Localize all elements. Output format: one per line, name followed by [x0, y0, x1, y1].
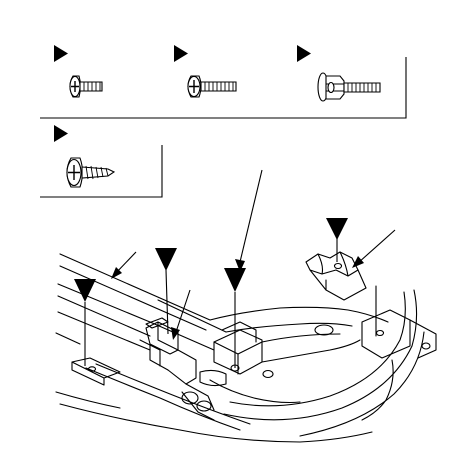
vehicle-panel-assembly	[56, 252, 436, 442]
wire-harness	[300, 332, 424, 436]
down-triangle-icon	[224, 268, 246, 292]
body-rail	[150, 322, 214, 350]
legend-box-upper	[40, 57, 406, 118]
retaining-clip	[306, 252, 358, 276]
wire-harness	[224, 290, 417, 420]
legend-marker-icon	[297, 45, 311, 62]
body-rail	[158, 300, 226, 332]
down-triangle-icon	[74, 279, 96, 302]
legend-marker-icon	[54, 125, 68, 142]
left-bracket-plate	[72, 358, 120, 378]
arrowhead-icon	[171, 327, 180, 340]
legend-box-lower	[40, 145, 162, 197]
wire-harness	[96, 364, 250, 424]
arrowhead-icon	[352, 256, 364, 268]
body-rail	[58, 284, 150, 322]
legend-marker-icon	[54, 45, 68, 62]
down-triangle-icon	[326, 218, 348, 240]
upper-panel	[226, 323, 352, 332]
arrowhead-icon	[235, 259, 245, 272]
down-triangle-icon	[155, 248, 177, 271]
screw-icon	[188, 76, 236, 97]
body-rail	[58, 312, 150, 350]
body-rail	[58, 296, 150, 336]
body-rail	[60, 266, 206, 330]
legend-marker-icon	[174, 45, 188, 62]
lower-panel-edge	[56, 392, 120, 408]
screw-icon	[70, 76, 102, 97]
bolt-icon	[318, 73, 380, 101]
upper-panel	[210, 307, 388, 322]
arrowhead-icon	[111, 267, 122, 279]
tapping-screw-icon	[67, 158, 114, 187]
lower-panel-edge	[60, 404, 372, 442]
wire-harness	[86, 368, 240, 430]
wire-harness	[230, 292, 405, 406]
right-bracket	[362, 310, 410, 358]
body-rail	[56, 333, 80, 344]
body-rail	[60, 254, 210, 320]
leader-lines	[85, 170, 395, 368]
